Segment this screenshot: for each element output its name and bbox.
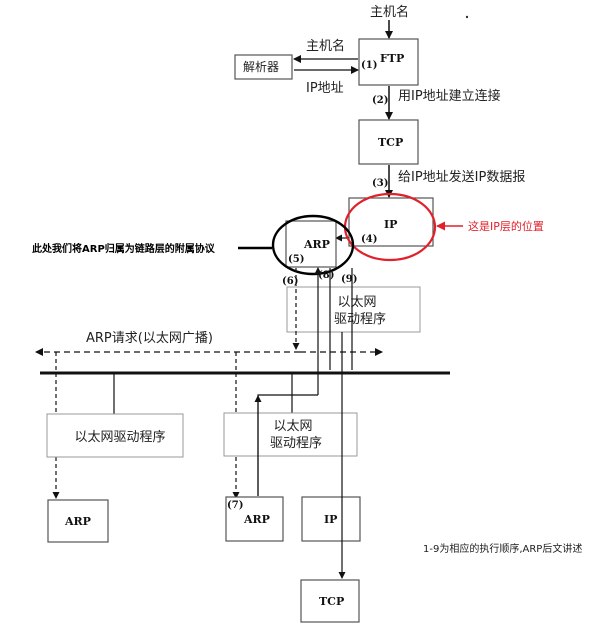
- step-2-label: (2): [372, 95, 388, 106]
- ip-top-box: [348, 197, 434, 247]
- ip-top-label: IP: [384, 218, 397, 231]
- step-3-label: (3): [372, 178, 388, 189]
- ftp-box: [358, 38, 419, 86]
- eth-driver-mid-box: [223, 412, 358, 457]
- arp-top-box: [285, 220, 337, 268]
- tcp-bottom-box: [300, 579, 360, 623]
- resolver-box: [234, 54, 293, 80]
- step-4-label: (4): [361, 234, 377, 245]
- arp-left-box: [47, 499, 109, 543]
- ftp-label: FTP: [380, 52, 404, 65]
- ip-layer-note: 这是IP层的位置: [468, 219, 544, 233]
- eth-driver-left-label: 以太网驱动程序: [74, 430, 165, 445]
- arp-highlight: [271, 214, 355, 276]
- eth-driver-top-box: [286, 286, 421, 333]
- step-3-text: 给IP地址发送IP数据报: [398, 169, 525, 185]
- step-1-label: (1): [361, 60, 377, 71]
- ip-address-label: IP地址: [306, 81, 344, 96]
- hostname-left-label: 主机名: [306, 38, 345, 54]
- arp-mid-box: [225, 496, 284, 542]
- eth-driver-mid-line2: 驱动程序: [270, 436, 322, 451]
- order-note: 1-9为相应的执行顺序,ARP后文讲述: [423, 542, 582, 555]
- arp-left-label: ARP: [64, 515, 91, 528]
- eth-driver-mid-line1: 以太网: [273, 419, 312, 434]
- ip-mid-label: IP: [324, 513, 337, 526]
- step-9-label: (9): [341, 274, 357, 285]
- stray-dot: [465, 15, 469, 19]
- tcp-bottom-label: TCP: [319, 595, 344, 608]
- resolver-label: 解析器: [243, 60, 279, 74]
- eth-driver-top-line1: 以太网: [337, 295, 376, 310]
- eth-driver-top-line2: 驱动程序: [334, 312, 386, 327]
- arp-mid-label: ARP: [243, 513, 270, 526]
- ip-mid-box: [301, 496, 361, 542]
- step-7-label: (7): [227, 500, 243, 511]
- arp-layer-note: 此处我们将ARP归属为链路层的附属协议: [32, 242, 216, 255]
- arp-request-label: ARP请求(以太网广播): [86, 331, 213, 346]
- tcp-top-label: TCP: [378, 136, 403, 149]
- step-2-text: 用IP地址建立连接: [398, 88, 501, 104]
- hostname-top-label: 主机名: [370, 4, 409, 20]
- step-5-label: (5): [288, 254, 304, 265]
- step-8-label: (8): [318, 270, 334, 281]
- step-6-label: (6): [282, 276, 298, 287]
- tcp-top-box: [358, 119, 419, 165]
- arp-top-label: ARP: [303, 238, 330, 251]
- eth-driver-left-box: [46, 413, 184, 458]
